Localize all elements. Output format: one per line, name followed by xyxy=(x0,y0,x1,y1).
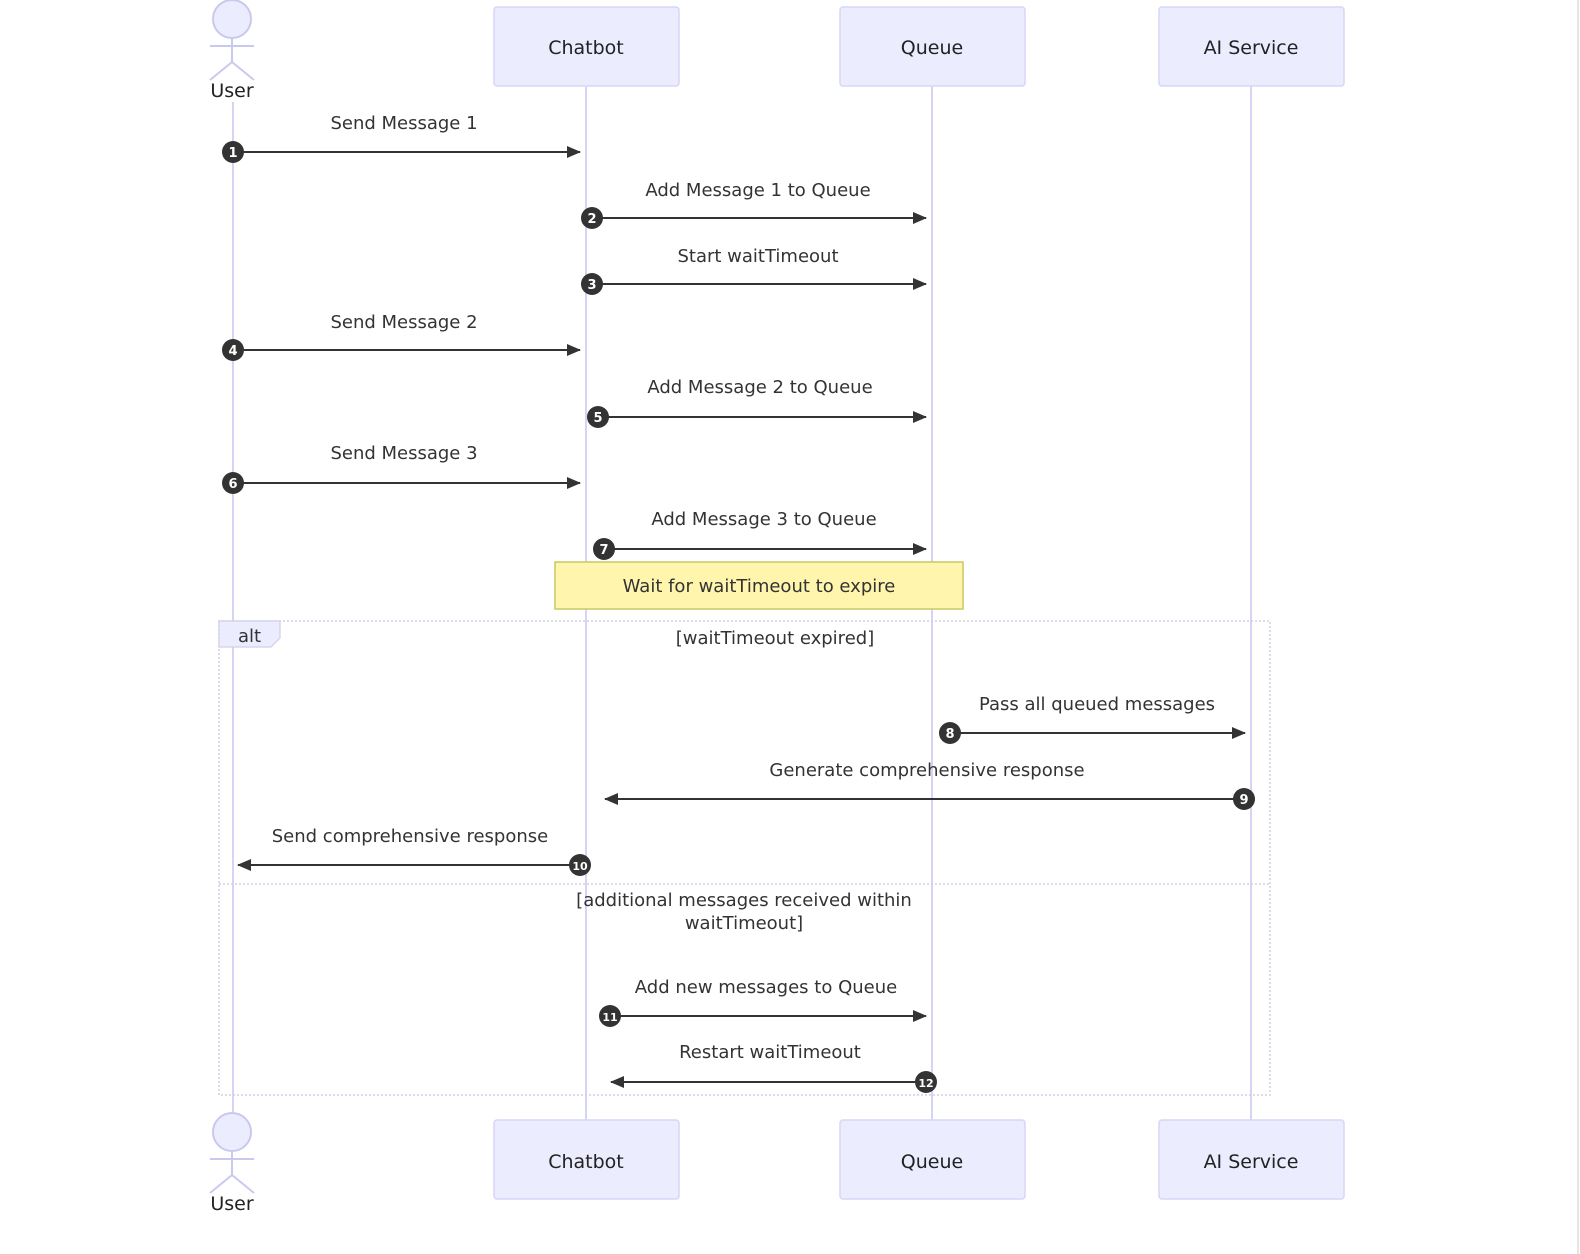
sequence-number-badge xyxy=(581,207,603,229)
sequence-number-badge xyxy=(569,854,591,876)
message-label: Send Message 1 xyxy=(330,113,477,134)
alt-condition-additional-line1: [additional messages received within xyxy=(576,890,912,911)
message-label: Pass all queued messages xyxy=(979,694,1215,715)
participant-label-user: User xyxy=(210,1193,253,1215)
message-label: Add Message 1 to Queue xyxy=(645,180,870,201)
message-8: Pass all queued messages 8 xyxy=(939,694,1246,744)
message-4: Send Message 2 4 xyxy=(222,312,581,361)
sequence-number-badge xyxy=(222,339,244,361)
participant-label-ai-service: AI Service xyxy=(1204,1151,1299,1173)
alt-tag-box xyxy=(218,620,281,648)
message-label: Start waitTimeout xyxy=(677,246,838,267)
message-label: Send comprehensive response xyxy=(272,826,548,847)
sequence-number-badge xyxy=(593,538,615,560)
sequence-number-badge xyxy=(222,472,244,494)
sequence-number: 7 xyxy=(599,543,608,558)
message-12: Restart waitTimeout 12 xyxy=(610,1042,937,1093)
message-label: Restart waitTimeout xyxy=(679,1042,861,1063)
sequence-number-badge xyxy=(581,273,603,295)
participant-label-user: User xyxy=(210,80,253,102)
message-1: Send Message 1 1 xyxy=(222,113,581,163)
message-9: Generate comprehensive response 9 xyxy=(604,760,1255,810)
participant-label-queue: Queue xyxy=(901,37,963,59)
message-7: Add Message 3 to Queue 7 xyxy=(593,509,927,560)
participant-queue-bottom: Queue xyxy=(839,1119,1026,1200)
sequence-number: 6 xyxy=(228,477,237,492)
alt-condition-expired: [waitTimeout expired] xyxy=(676,628,874,649)
message-6: Send Message 3 6 xyxy=(222,443,581,494)
sequence-number-badge xyxy=(587,406,609,428)
message-label: Generate comprehensive response xyxy=(769,760,1084,781)
actor-head-icon xyxy=(212,1112,252,1152)
message-label: Send Message 3 xyxy=(330,443,477,464)
participant-label-chatbot: Chatbot xyxy=(548,1151,624,1173)
participant-chatbot-top: Chatbot xyxy=(493,6,680,87)
participant-ai-service-top: AI Service xyxy=(1158,6,1345,87)
note-text: Wait for waitTimeout to expire xyxy=(623,576,896,597)
sequence-number: 11 xyxy=(602,1011,617,1024)
actor-user-bottom: User xyxy=(209,1112,255,1215)
sequence-number: 10 xyxy=(572,860,588,873)
message-label: Send Message 2 xyxy=(330,312,477,333)
sequence-number: 2 xyxy=(587,212,596,227)
sequence-number: 3 xyxy=(587,278,596,293)
sequence-number: 9 xyxy=(1239,793,1248,808)
message-10: Send comprehensive response 10 xyxy=(237,826,591,876)
sequence-number-badge xyxy=(915,1071,937,1093)
actor-head-icon xyxy=(212,0,252,39)
note-wait-timeout: Wait for waitTimeout to expire xyxy=(554,561,964,610)
sequence-number-badge xyxy=(1233,788,1255,810)
sequence-number-badge xyxy=(939,722,961,744)
participant-ai-service-bottom: AI Service xyxy=(1158,1119,1345,1200)
sequence-number: 4 xyxy=(228,344,237,359)
message-2: Add Message 1 to Queue 2 xyxy=(581,180,927,229)
alt-condition-additional-line2: waitTimeout] xyxy=(685,913,803,934)
message-label: Add Message 2 to Queue xyxy=(647,377,872,398)
participant-queue-top: Queue xyxy=(839,6,1026,87)
participant-label-ai-service: AI Service xyxy=(1204,37,1299,59)
alt-fragment: alt [waitTimeout expired] [additional me… xyxy=(218,620,1271,1096)
participant-chatbot-bottom: Chatbot xyxy=(493,1119,680,1200)
message-3: Start waitTimeout 3 xyxy=(581,246,927,295)
participant-label-queue: Queue xyxy=(901,1151,963,1173)
participant-label-chatbot: Chatbot xyxy=(548,37,624,59)
sequence-number: 12 xyxy=(918,1077,933,1090)
sequence-number: 5 xyxy=(593,411,602,426)
sequence-number: 8 xyxy=(945,727,954,742)
alt-tag-label: alt xyxy=(238,626,261,647)
message-label: Add Message 3 to Queue xyxy=(651,509,876,530)
actor-user-top: User xyxy=(209,0,255,102)
message-5: Add Message 2 to Queue 5 xyxy=(587,377,927,428)
sequence-number-badge xyxy=(599,1005,621,1027)
sequence-number: 1 xyxy=(228,146,237,161)
message-label: Add new messages to Queue xyxy=(635,977,897,998)
message-11: Add new messages to Queue 11 xyxy=(599,977,927,1027)
sequence-number-badge xyxy=(222,141,244,163)
